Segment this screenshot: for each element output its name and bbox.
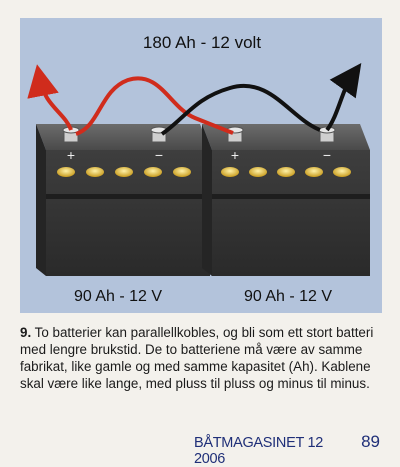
battery-right: + − [202,124,370,276]
page-footer: BÅTMAGASINET 12 2006 89 [194,432,380,467]
minus-sign-left: − [155,147,163,163]
plus-sign-right: + [231,147,239,163]
terminal-plus-right [226,126,244,143]
cell-caps-left [57,167,191,177]
battery-left-label: 90 Ah - 12 V [74,288,162,305]
caption-number: 9. [20,325,32,340]
caption-text: To batterier kan parallellkobles, og bli… [20,325,374,391]
minus-sign-right: − [323,147,331,163]
battery-right-label: 90 Ah - 12 V [244,288,332,305]
plus-sign-left: + [67,147,75,163]
battery-diagram: 180 Ah - 12 volt [27,33,370,305]
page-number: 89 [361,432,380,451]
magazine-issue: BÅTMAGASINET 12 2006 [194,435,323,467]
battery-illustration: 180 Ah - 12 volt [20,18,382,313]
negative-cable-out [325,62,362,132]
battery-left: + − [36,124,210,276]
negative-jumper-cable [160,84,321,136]
figure-caption: 9. To batterier kan parallellkobles, og … [20,324,382,392]
diagram-title: 180 Ah - 12 volt [143,33,261,52]
cell-caps-right [221,167,351,177]
positive-cable-out [27,64,73,131]
positive-jumper-cable [75,76,234,136]
